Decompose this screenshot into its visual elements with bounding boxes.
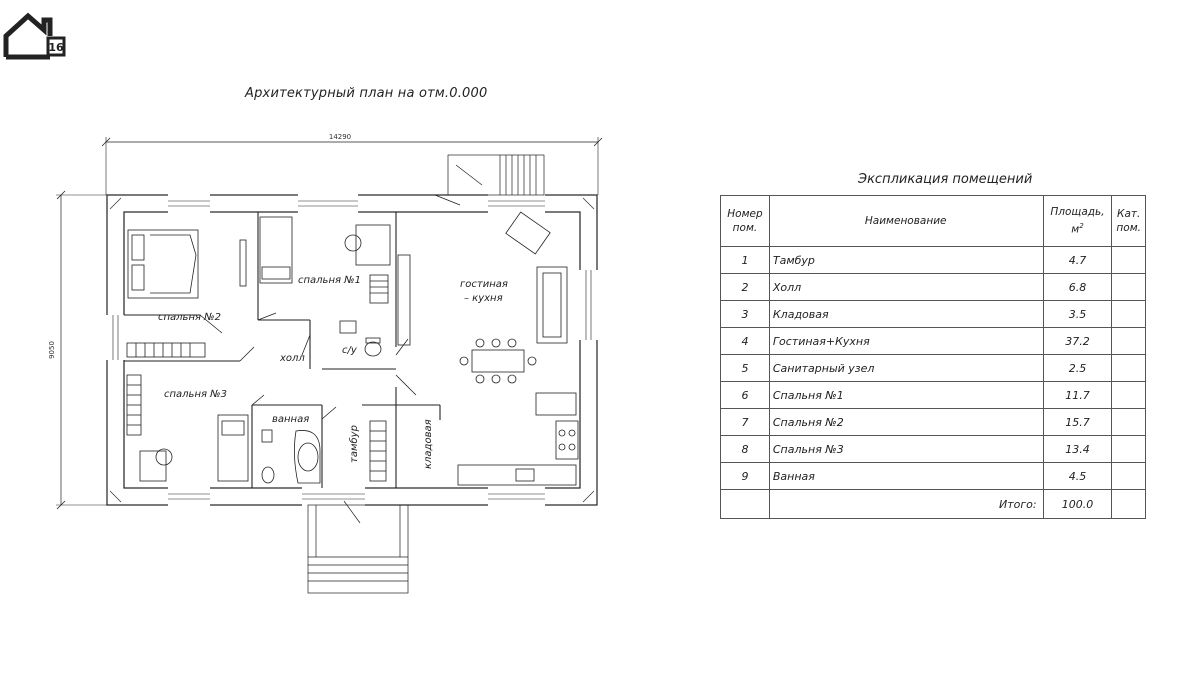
row-area: 2.5 bbox=[1042, 354, 1113, 382]
house-logo-icon: 16 bbox=[3, 12, 66, 60]
row-name: Ванная bbox=[768, 462, 1044, 490]
total-value: 100.0 bbox=[1042, 489, 1113, 519]
row-name: Санитарный узел bbox=[768, 354, 1044, 382]
row-area: 37.2 bbox=[1042, 327, 1113, 355]
dim-width-label: 14290 bbox=[329, 133, 351, 141]
row-number: 4 bbox=[720, 327, 770, 355]
row-category bbox=[1111, 246, 1146, 274]
room-label-bedroom1: спальня №1 bbox=[298, 275, 361, 286]
row-name: Спальня №2 bbox=[768, 408, 1044, 436]
row-name: Кладовая bbox=[768, 300, 1044, 328]
dim-height-label: 9050 bbox=[48, 341, 56, 359]
row-number: 9 bbox=[720, 462, 770, 490]
header-name: Наименование bbox=[768, 195, 1044, 247]
row-number: 8 bbox=[720, 435, 770, 463]
room-label-hall: холл bbox=[279, 353, 305, 364]
row-area: 4.5 bbox=[1042, 462, 1113, 490]
row-category bbox=[1111, 462, 1146, 490]
room-label-storage: кладовая bbox=[423, 419, 434, 469]
row-name: Гостиная+Кухня bbox=[768, 327, 1044, 355]
row-name: Спальня №1 bbox=[768, 381, 1044, 409]
room-label-bedroom3: спальня №3 bbox=[164, 389, 227, 400]
room-label-wc: с/у bbox=[342, 345, 358, 356]
room-label-vestibule: тамбур bbox=[348, 425, 360, 463]
row-area: 11.7 bbox=[1042, 381, 1113, 409]
row-category bbox=[1111, 273, 1146, 301]
row-number: 2 bbox=[720, 273, 770, 301]
row-area: 15.7 bbox=[1042, 408, 1113, 436]
room-label-living-2: – кухня bbox=[464, 293, 503, 304]
row-area: 4.7 bbox=[1042, 246, 1113, 274]
row-category bbox=[1111, 327, 1146, 355]
plan-title: Архитектурный план на отм.0.000 bbox=[245, 86, 488, 101]
total-label: Итого: bbox=[768, 489, 1044, 519]
row-number: 7 bbox=[720, 408, 770, 436]
room-label-bedroom2: спальня №2 bbox=[158, 312, 221, 323]
explication-title: Экспликация помещений bbox=[858, 172, 1033, 187]
header-area: Площадь,м2 bbox=[1042, 195, 1113, 247]
room-label-living-1: гостиная bbox=[460, 279, 508, 290]
total-row: Итого: 100.0 bbox=[720, 489, 1146, 519]
logo-number: 16 bbox=[48, 41, 64, 54]
floor-plan: 14290 9050 спальня №2 спальня №1 спальня… bbox=[48, 133, 603, 594]
row-area: 3.5 bbox=[1042, 300, 1113, 328]
row-area: 13.4 bbox=[1042, 435, 1113, 463]
header-category: Кат.пом. bbox=[1111, 195, 1146, 247]
row-category bbox=[1111, 354, 1146, 382]
row-category bbox=[1111, 381, 1146, 409]
row-category bbox=[1111, 435, 1146, 463]
row-category bbox=[1111, 300, 1146, 328]
row-number: 6 bbox=[720, 381, 770, 409]
row-number: 1 bbox=[720, 246, 770, 274]
row-name: Тамбур bbox=[768, 246, 1044, 274]
row-number: 3 bbox=[720, 300, 770, 328]
room-label-bath: ванная bbox=[272, 414, 309, 425]
row-category bbox=[1111, 408, 1146, 436]
row-number: 5 bbox=[720, 354, 770, 382]
row-name: Холл bbox=[768, 273, 1044, 301]
row-area: 6.8 bbox=[1042, 273, 1113, 301]
row-name: Спальня №3 bbox=[768, 435, 1044, 463]
